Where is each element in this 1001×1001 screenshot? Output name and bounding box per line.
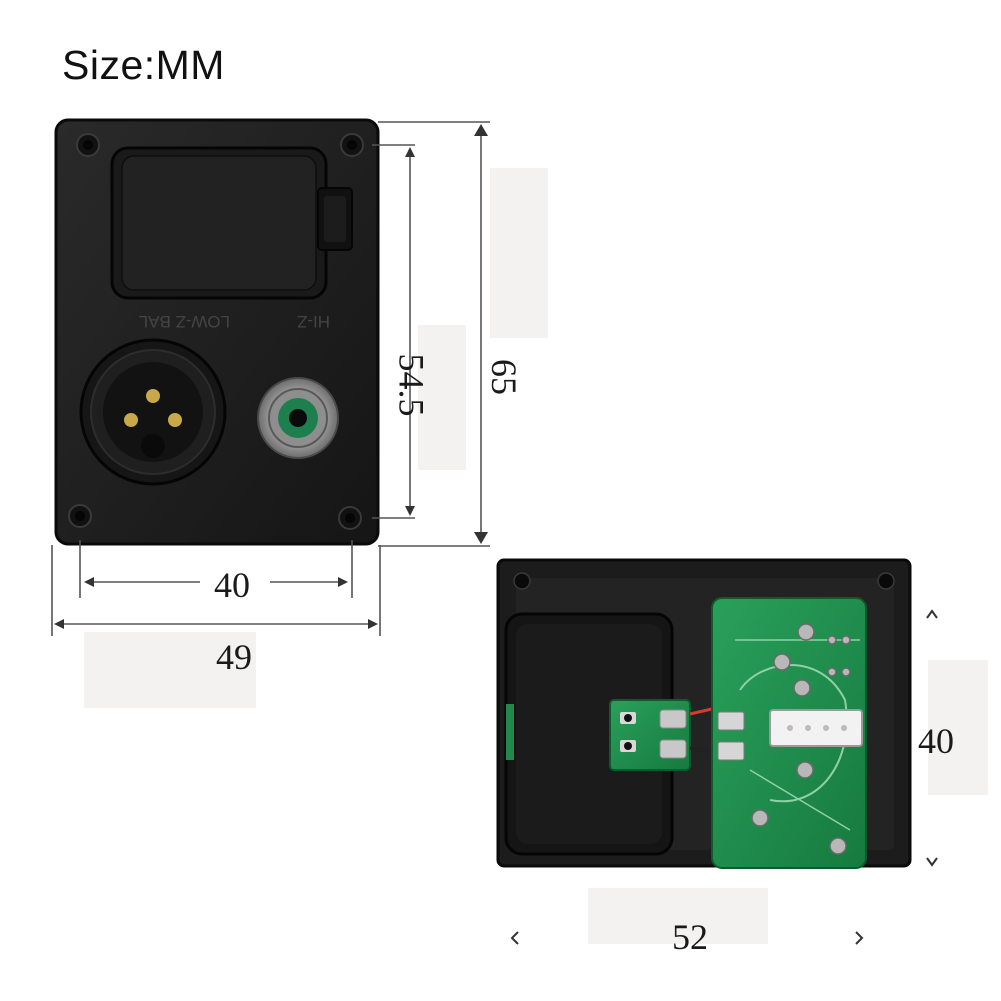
arrow-up-icon bbox=[926, 609, 938, 619]
battery-cover bbox=[110, 146, 353, 300]
front-panel: LOW-Z BAL HI-Z bbox=[54, 118, 380, 546]
arrow-left-icon bbox=[510, 931, 519, 945]
circuit-board bbox=[711, 597, 867, 869]
panel-embossed-labels: LOW-Z BAL HI-Z bbox=[139, 312, 330, 331]
solder-point-icon bbox=[751, 623, 851, 855]
mounting-hole-icon bbox=[76, 133, 100, 157]
size-unit-label: Size:MM bbox=[62, 42, 225, 88]
background-patch bbox=[928, 660, 988, 795]
xlr-connector-icon bbox=[79, 338, 227, 486]
arrow-down-icon bbox=[405, 506, 415, 516]
front-dimension-arrows bbox=[54, 124, 488, 629]
quarter-inch-jack-icon bbox=[257, 377, 339, 459]
background-patch bbox=[418, 325, 466, 470]
mounting-hole-icon bbox=[340, 133, 364, 157]
arrow-down-icon bbox=[474, 532, 488, 544]
background-patch bbox=[588, 888, 768, 944]
dimension-label-65: 65 bbox=[484, 359, 524, 395]
arrow-left-icon bbox=[54, 619, 64, 629]
hi-z-label: HI-Z bbox=[297, 312, 330, 331]
dimension-label-49: 49 bbox=[216, 637, 252, 677]
arrow-down-icon bbox=[926, 857, 938, 867]
arrow-right-icon bbox=[338, 577, 348, 587]
arrow-right-icon bbox=[368, 619, 378, 629]
dimension-label-40-back: 40 bbox=[918, 721, 954, 761]
dimension-label-52: 52 bbox=[672, 917, 708, 957]
back-panel bbox=[496, 558, 912, 869]
battery-clip-board bbox=[609, 699, 717, 771]
background-patch bbox=[84, 632, 256, 708]
arrow-right-icon bbox=[855, 931, 864, 945]
arrow-up-icon bbox=[474, 124, 488, 136]
background-patch bbox=[490, 168, 548, 338]
front-dimension-lines bbox=[51, 121, 490, 636]
mounting-hole-icon bbox=[338, 506, 362, 530]
mounting-hole-icon bbox=[513, 572, 531, 590]
dimension-label-54-5: 54.5 bbox=[391, 353, 432, 417]
arrow-up-icon bbox=[405, 147, 415, 157]
back-dimension-arrows bbox=[510, 609, 938, 945]
mounting-hole-icon bbox=[877, 572, 895, 590]
mounting-hole-icon bbox=[68, 504, 92, 528]
arrow-left-icon bbox=[84, 577, 94, 587]
battery-box bbox=[504, 612, 674, 856]
dimension-label-40-front: 40 bbox=[214, 565, 250, 605]
low-z-label: LOW-Z BAL bbox=[139, 312, 230, 331]
